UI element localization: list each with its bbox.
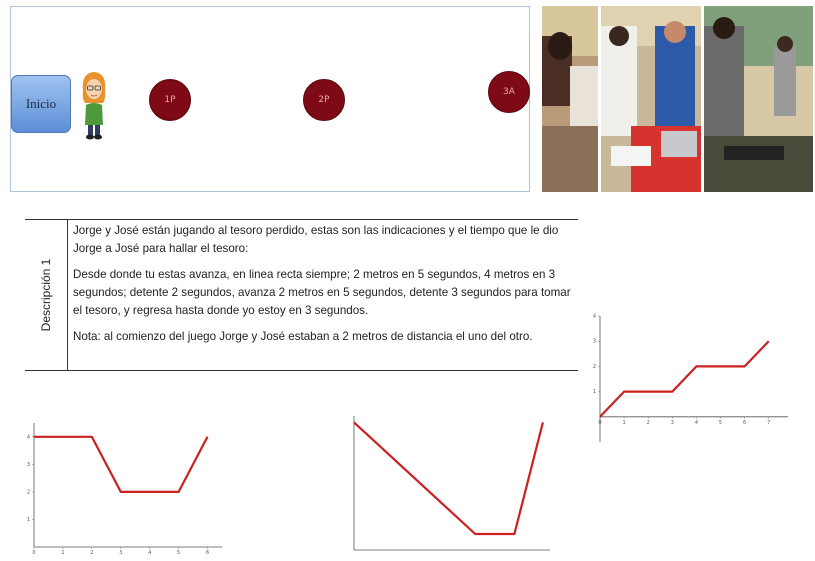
x-tick-label: 0 — [32, 550, 35, 556]
x-tick-label: 4 — [148, 550, 151, 556]
x-tick-label: 7 — [767, 420, 770, 426]
description-side-label: Descripción 1 — [39, 258, 53, 332]
y-tick-label: 4 — [593, 314, 596, 320]
series-line — [353, 421, 544, 536]
position-chart-1: 0 1 2 3 4 5 6 1 2 3 4 — [27, 423, 222, 556]
x-tick-label: 6 — [743, 420, 746, 426]
description-body: Jorge y José están jugando al tesoro per… — [73, 222, 578, 354]
description-paragraph: Desde donde tu estas avanza, en linea re… — [73, 268, 571, 317]
y-tick-label: 2 — [593, 364, 596, 370]
x-tick-label: 1 — [623, 420, 626, 426]
stop-marker-3[interactable]: 3A — [488, 71, 530, 113]
x-tick-label: 0 — [598, 420, 601, 426]
start-box[interactable]: Inicio — [11, 75, 71, 133]
y-tick-label: 1 — [593, 389, 596, 395]
x-tick-label: 1 — [61, 550, 64, 556]
y-tick-label: 1 — [27, 517, 30, 523]
x-tick-label: 3 — [119, 550, 122, 556]
x-tick-label: 4 — [695, 420, 698, 426]
x-tick-label: 5 — [177, 550, 180, 556]
game-panel: Inicio 1P 2P 3A — [10, 6, 530, 192]
description-paragraph: Jorge y José están jugando al tesoro per… — [73, 224, 559, 255]
description-paragraph: Nota: al comienzo del juego Jorge y José… — [73, 330, 533, 343]
series-line — [599, 340, 770, 418]
description-table: Descripción 1 Jorge y José están jugando… — [25, 219, 578, 371]
classroom-photo-3 — [704, 6, 813, 192]
stop-marker-1[interactable]: 1P — [149, 79, 191, 121]
photo-collage — [542, 6, 813, 192]
series-line — [34, 435, 209, 494]
y-tick-label: 3 — [593, 339, 596, 345]
stop-marker-2[interactable]: 2P — [303, 79, 345, 121]
x-tick-label: 3 — [671, 420, 674, 426]
position-chart-3: 0 1 2 3 4 5 6 7 1 2 3 4 — [593, 314, 788, 442]
x-tick-label: 6 — [206, 550, 209, 556]
girl-avatar-icon — [82, 72, 106, 140]
x-tick-label: 2 — [647, 420, 650, 426]
y-tick-label: 2 — [27, 489, 30, 495]
classroom-photo-2 — [601, 6, 701, 192]
position-chart-2 — [353, 416, 550, 551]
y-tick-label: 3 — [27, 462, 30, 468]
classroom-photo-1 — [542, 6, 598, 192]
description-side-cell: Descripción 1 — [25, 220, 68, 370]
x-tick-label: 5 — [719, 420, 722, 426]
x-tick-label: 2 — [90, 550, 93, 556]
y-tick-label: 4 — [27, 434, 30, 440]
start-label: Inicio — [25, 96, 57, 111]
